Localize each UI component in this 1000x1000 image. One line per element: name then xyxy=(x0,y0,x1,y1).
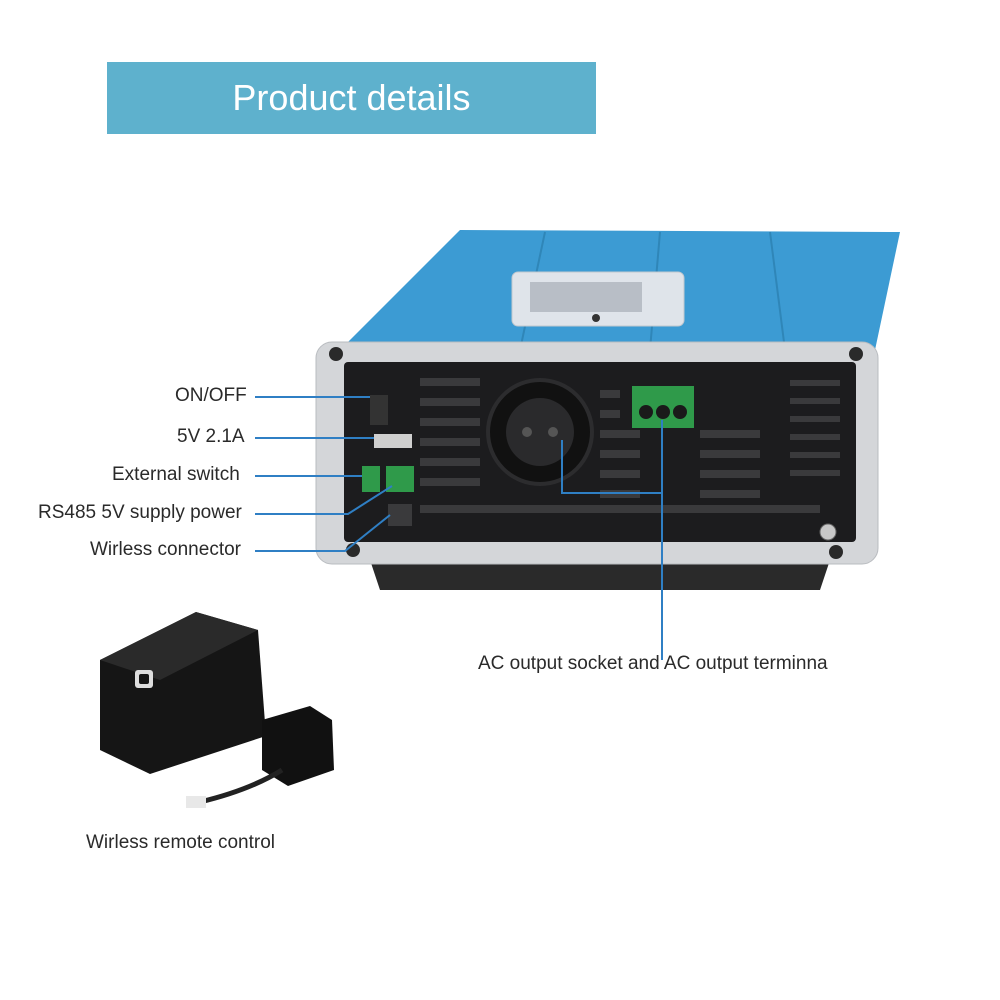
power-switch xyxy=(370,395,388,425)
callout-usb: 5V 2.1A xyxy=(177,426,245,447)
remote-control-caption: Wirless remote control xyxy=(86,832,275,853)
external-switch-terminal xyxy=(362,466,380,492)
page-title: Product details xyxy=(232,77,471,118)
callout-wireless-connector: Wirless connector xyxy=(90,539,241,560)
usb-port xyxy=(374,434,412,448)
wireless-port xyxy=(388,504,412,526)
callout-ac-output: AC output socket and AC output terminna xyxy=(478,653,828,674)
title-banner: Product details xyxy=(107,62,596,134)
callout-lines xyxy=(255,396,663,660)
ground-screw xyxy=(819,523,837,541)
callout-external-switch: External switch xyxy=(112,464,240,485)
mounting-base xyxy=(370,560,830,590)
callout-on-off: ON/OFF xyxy=(175,385,247,406)
remote-control-icon xyxy=(100,612,334,808)
callout-rs485: RS485 5V supply power xyxy=(38,502,242,523)
